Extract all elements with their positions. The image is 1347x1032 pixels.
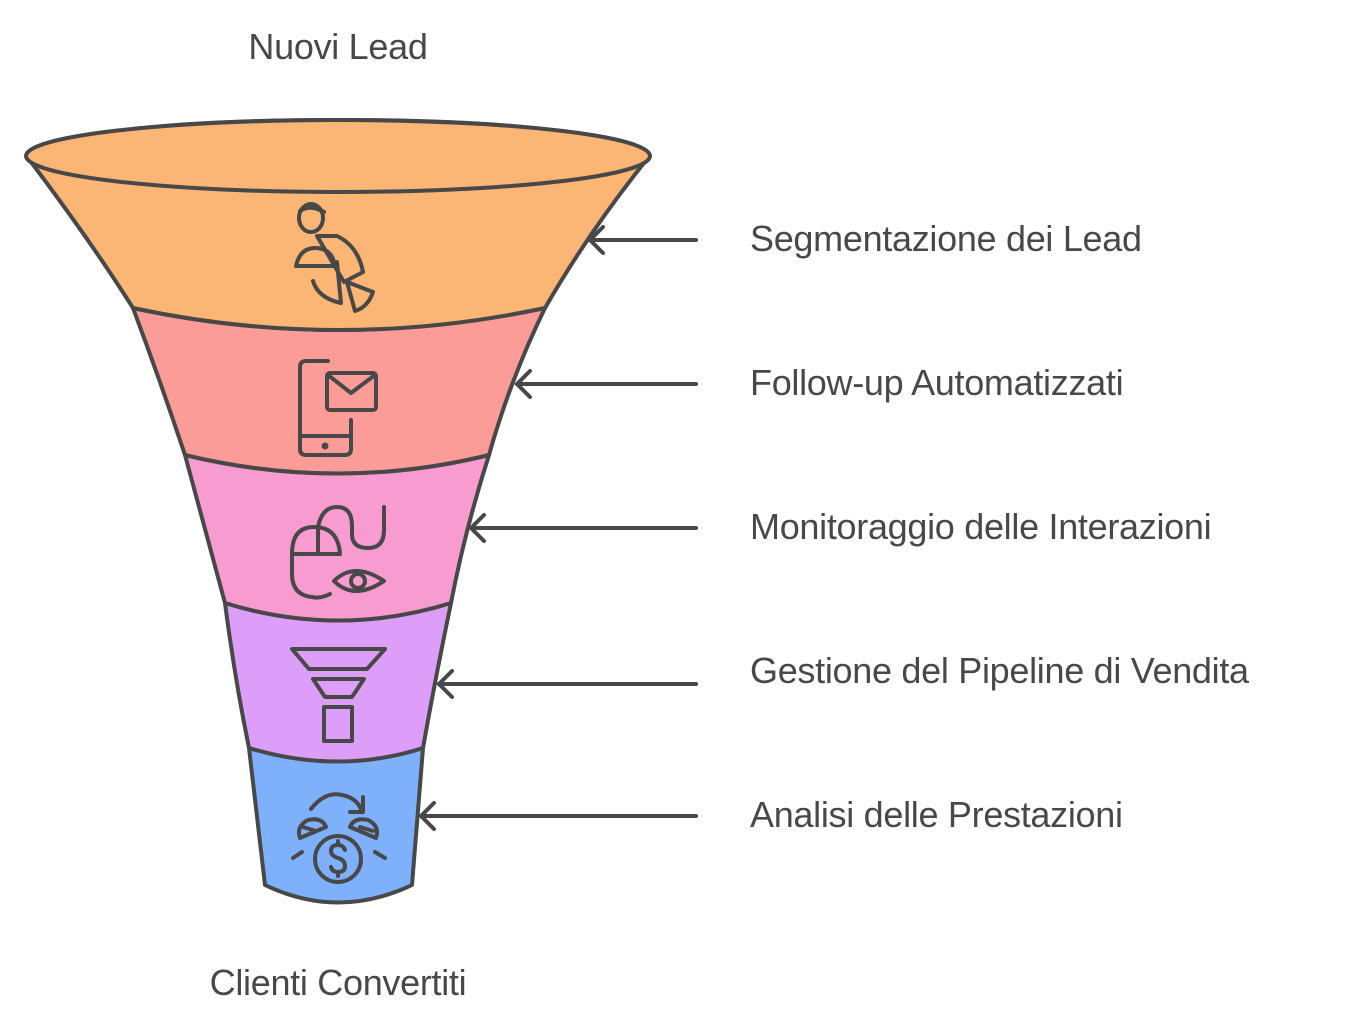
user-pie-chart-icon (294, 202, 375, 313)
arrow-stage-5 (418, 801, 698, 831)
funnel-icon (290, 647, 387, 743)
funnel-bottom-label: Clienti Convertiti (209, 962, 467, 1003)
stage-label-1: Segmentazione dei Lead (750, 218, 1142, 259)
funnel-top-label: Nuovi Lead (248, 26, 428, 67)
arrow-stage-4 (436, 669, 698, 699)
arrow-stage-1 (587, 225, 698, 255)
funnel-stage-2 (131, 306, 547, 476)
mouse-eye-icon (290, 505, 386, 600)
arrow-stage-3 (468, 513, 698, 543)
arrow-stage-2 (514, 369, 698, 399)
money-cycle-icon (291, 792, 387, 884)
funnel-stage-5 (247, 746, 425, 905)
phone-email-icon (298, 359, 378, 457)
stage-label-2: Follow-up Automatizzati (750, 362, 1124, 403)
funnel-stage-4 (223, 601, 453, 764)
funnel-rim (24, 118, 652, 194)
stage-label-3: Monitoraggio delle Interazioni (750, 506, 1212, 547)
stage-label-5: Analisi delle Prestazioni (750, 794, 1123, 835)
stage-label-4: Gestione del Pipeline di Vendita (750, 650, 1249, 691)
